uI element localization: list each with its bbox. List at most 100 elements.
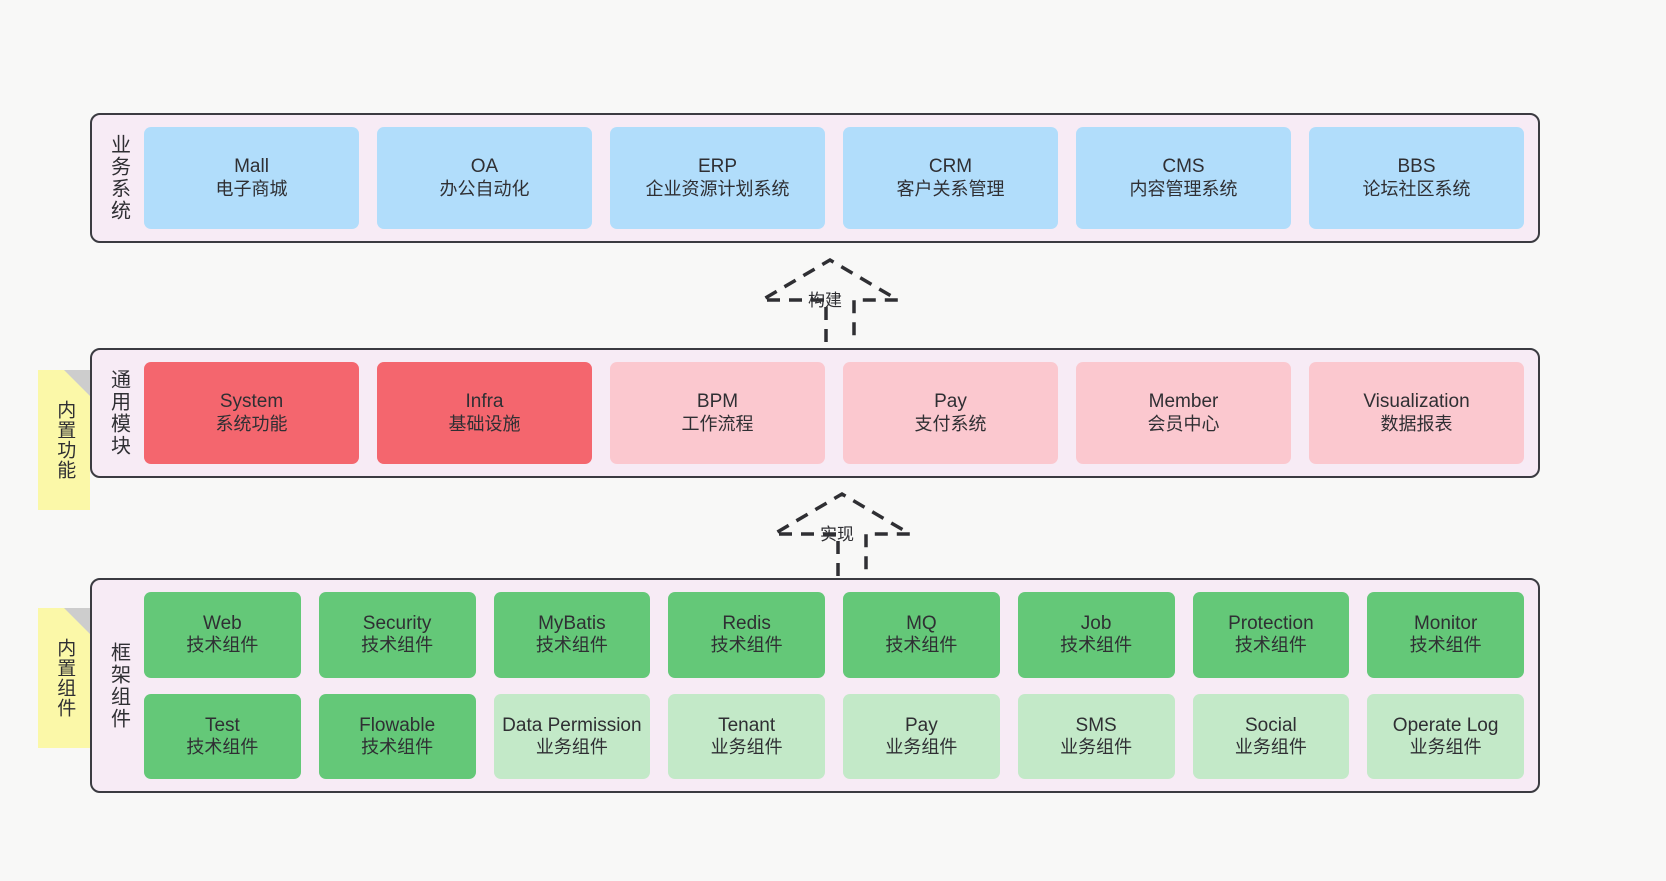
node-subtitle: 基础设施	[448, 413, 521, 434]
node-title: Pay	[934, 391, 967, 413]
layer-business-rows: Mall 电子商城 OA 办公自动化 ERP 企业资源计划系统 CRM 客户关系…	[144, 115, 1538, 241]
node-bpm[interactable]: BPM 工作流程	[610, 362, 825, 464]
layer-title-common: 通用模块	[107, 369, 130, 457]
note-fold-corner-icon	[64, 370, 90, 396]
node-subtitle: 业务组件	[885, 736, 958, 757]
node-member[interactable]: Member 会员中心	[1076, 362, 1291, 464]
node-title: Mall	[234, 156, 269, 178]
connector-implement: 实现	[767, 491, 917, 576]
node-title: Tenant	[718, 714, 776, 736]
node-mybatis[interactable]: MyBatis 技术组件	[493, 592, 651, 678]
node-subtitle: 系统功能	[215, 413, 288, 434]
node-subtitle: 技术组件	[186, 635, 259, 656]
node-infra[interactable]: Infra 基础设施	[377, 362, 592, 464]
layer-title-framework: 框架组件	[107, 641, 130, 730]
node-title: Pay	[905, 714, 938, 736]
node-pay-component[interactable]: Pay 业务组件	[843, 693, 1000, 779]
node-tenant[interactable]: Tenant 业务组件	[668, 693, 825, 779]
node-title: Monitor	[1413, 613, 1478, 635]
node-erp[interactable]: ERP 企业资源计划系统	[610, 127, 825, 229]
connector-build-label: 构建	[808, 291, 842, 310]
node-title: Protection	[1228, 613, 1314, 635]
generalization-arrow-icon	[755, 257, 905, 342]
node-title: CRM	[928, 156, 973, 178]
row: Test 技术组件 Flowable 技术组件 Data Permission …	[144, 693, 1524, 779]
node-subtitle: 业务组件	[1060, 736, 1133, 757]
node-title: Data Permission	[502, 714, 642, 736]
node-title: CMS	[1162, 156, 1205, 178]
node-crm[interactable]: CRM 客户关系管理	[843, 127, 1058, 229]
connector-build: 构建	[755, 257, 905, 342]
row: System 系统功能 Infra 基础设施 BPM 工作流程 Pay 支付系统…	[144, 362, 1524, 464]
node-security[interactable]: Security 技术组件	[318, 592, 476, 678]
node-oa[interactable]: OA 办公自动化	[377, 127, 592, 229]
node-subtitle: 会员中心	[1147, 413, 1220, 434]
sticky-note-builtin-features: 内置功能	[38, 370, 90, 510]
node-operate-log[interactable]: Operate Log 业务组件	[1367, 693, 1524, 779]
node-visualization[interactable]: Visualization 数据报表	[1309, 362, 1524, 464]
node-title: Social	[1245, 714, 1297, 736]
node-title: MyBatis	[538, 613, 606, 635]
node-job[interactable]: Job 技术组件	[1017, 592, 1175, 678]
node-subtitle: 技术组件	[1409, 635, 1482, 656]
node-mall[interactable]: Mall 电子商城	[144, 127, 359, 229]
generalization-arrow-icon	[767, 491, 917, 576]
node-title: Security	[362, 613, 432, 635]
sticky-note-label: 内置功能	[54, 400, 76, 480]
node-subtitle: 技术组件	[535, 635, 608, 656]
node-title: Infra	[465, 391, 504, 413]
node-data-permission[interactable]: Data Permission 业务组件	[493, 693, 651, 779]
layer-title-business: 业务系统	[107, 134, 130, 222]
node-subtitle: 工作流程	[681, 413, 754, 434]
node-subtitle: 办公自动化	[439, 178, 530, 199]
node-subtitle: 论坛社区系统	[1362, 178, 1471, 199]
node-subtitle: 企业资源计划系统	[645, 178, 790, 199]
node-test[interactable]: Test 技术组件	[144, 693, 301, 779]
node-subtitle: 技术组件	[885, 635, 958, 656]
layer-business-systems: 业务系统 Mall 电子商城 OA 办公自动化 ERP 企业资源计划系统 CRM…	[90, 113, 1540, 243]
node-subtitle: 内容管理系统	[1129, 178, 1238, 199]
node-subtitle: 业务组件	[710, 736, 783, 757]
node-subtitle: 技术组件	[1060, 635, 1133, 656]
connector-implement-label: 实现	[820, 525, 854, 544]
layer-common-rows: System 系统功能 Infra 基础设施 BPM 工作流程 Pay 支付系统…	[144, 350, 1538, 476]
node-subtitle: 技术组件	[361, 736, 434, 757]
node-title: Web	[203, 613, 242, 635]
node-title: Visualization	[1363, 391, 1470, 413]
note-fold-corner-icon	[64, 608, 90, 634]
node-title: Flowable	[359, 714, 436, 736]
node-web[interactable]: Web 技术组件	[144, 592, 301, 678]
node-title: BPM	[696, 391, 739, 413]
row: Web 技术组件 Security 技术组件 MyBatis 技术组件 Redi…	[144, 592, 1524, 678]
node-pay[interactable]: Pay 支付系统	[843, 362, 1058, 464]
layer-common-modules: 通用模块 System 系统功能 Infra 基础设施 BPM 工作流程 Pay…	[90, 348, 1540, 478]
node-title: Redis	[722, 613, 771, 635]
row: Mall 电子商城 OA 办公自动化 ERP 企业资源计划系统 CRM 客户关系…	[144, 127, 1524, 229]
node-protection[interactable]: Protection 技术组件	[1192, 592, 1350, 678]
node-bbs[interactable]: BBS 论坛社区系统	[1309, 127, 1524, 229]
node-subtitle: 技术组件	[1234, 635, 1307, 656]
node-subtitle: 业务组件	[1234, 736, 1307, 757]
node-subtitle: 技术组件	[361, 635, 434, 656]
node-subtitle: 客户关系管理	[896, 178, 1005, 199]
layer-framework-components: 框架组件 Web 技术组件 Security 技术组件 MyBatis 技术组件…	[90, 578, 1540, 793]
node-title: Job	[1080, 613, 1112, 635]
node-subtitle: 数据报表	[1380, 413, 1453, 434]
node-subtitle: 支付系统	[914, 413, 987, 434]
sticky-note-label: 内置组件	[54, 638, 76, 718]
node-sms[interactable]: SMS 业务组件	[1017, 693, 1175, 779]
node-social[interactable]: Social 业务组件	[1192, 693, 1350, 779]
node-title: SMS	[1075, 714, 1117, 736]
node-title: BBS	[1397, 156, 1436, 178]
node-title: ERP	[697, 156, 738, 178]
node-cms[interactable]: CMS 内容管理系统	[1076, 127, 1291, 229]
node-monitor[interactable]: Monitor 技术组件	[1367, 592, 1524, 678]
node-title: Test	[204, 714, 240, 736]
node-redis[interactable]: Redis 技术组件	[668, 592, 825, 678]
node-system[interactable]: System 系统功能	[144, 362, 359, 464]
node-mq[interactable]: MQ 技术组件	[843, 592, 1000, 678]
node-flowable[interactable]: Flowable 技术组件	[318, 693, 476, 779]
node-subtitle: 技术组件	[186, 736, 259, 757]
node-title: System	[219, 391, 284, 413]
